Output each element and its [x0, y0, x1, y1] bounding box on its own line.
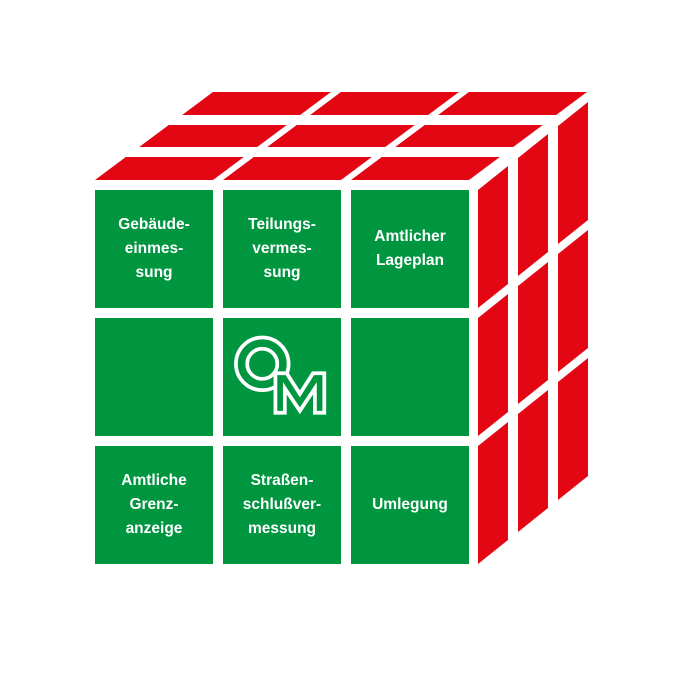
- service-tile-amtliche-grenzanzeige: Amtliche Grenz- anzeige: [95, 446, 213, 564]
- cube-right-tile: [518, 133, 548, 276]
- logo-tile: [223, 318, 341, 436]
- service-tile-umlegung: Umlegung: [351, 446, 469, 564]
- cube-right-tile: [558, 101, 588, 244]
- cube-right-tile: [478, 421, 508, 564]
- tile-text-line: Gebäude-: [118, 216, 190, 233]
- om-monogram-icon: [234, 335, 327, 415]
- service-tile-amtlicher-lageplan: Amtlicher Lageplan: [351, 190, 469, 308]
- cube-right-tile: [478, 293, 508, 436]
- cube-top-tile: [223, 157, 372, 180]
- cube-right-tile: [518, 261, 548, 404]
- blank-tile-right: [351, 318, 469, 436]
- tile-text-line: Amtliche: [121, 472, 187, 489]
- tile-text-line: Grenz-: [129, 496, 179, 513]
- cube-top-tile: [95, 157, 244, 180]
- tile-text-line: sung: [263, 264, 301, 281]
- tile-text-line: Straßen-: [250, 472, 314, 489]
- cube-top-tile: [310, 92, 459, 115]
- tile-text-line: messung: [247, 520, 317, 537]
- tile-text-line: schlußver-: [242, 496, 322, 513]
- cube-right-tile: [478, 165, 508, 308]
- cube-right-face: [478, 101, 588, 564]
- service-tile-gebaeude-einmessung: Gebäude- einmes- sung: [95, 190, 213, 308]
- tile-text-line: vermes-: [252, 240, 312, 257]
- tile-text-line: einmes-: [124, 240, 184, 257]
- cube-top-tile: [438, 92, 587, 115]
- tile-text-line: Umlegung: [372, 496, 448, 513]
- tile-text-line: sung: [135, 264, 173, 281]
- cube-right-tile: [558, 229, 588, 372]
- tile-text-line: Lageplan: [375, 252, 445, 269]
- tile-text-line: anzeige: [125, 520, 183, 537]
- tile-text-line: Amtlicher: [374, 228, 446, 245]
- cube-top-tile: [394, 124, 544, 148]
- cube-top-tile: [266, 124, 416, 148]
- cube-right-tile: [518, 389, 548, 532]
- service-tile-teilungs-vermessung: Teilungs- vermes- sung: [223, 190, 341, 308]
- cube-front-face: Gebäude- einmes- sung Teilungs- vermes- …: [95, 190, 469, 564]
- service-tile-strassenschlussvermessung: Straßen- schlußver- messung: [223, 446, 341, 564]
- cube-top-tile: [138, 124, 288, 148]
- blank-tile-left: [95, 318, 213, 436]
- tile-text-line: Teilungs-: [248, 216, 316, 233]
- cube-top-tile: [182, 92, 331, 115]
- cube-top-tile: [351, 157, 500, 180]
- cube-right-tile: [558, 357, 588, 500]
